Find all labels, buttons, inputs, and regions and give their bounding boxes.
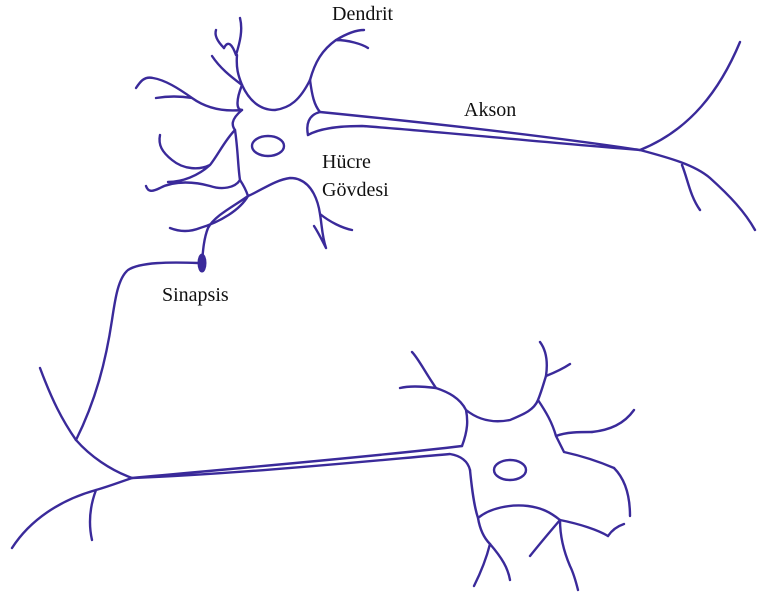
lower-nucleus bbox=[494, 460, 526, 480]
label-cell-body-line1: Hücre bbox=[322, 151, 371, 173]
label-dendrite: Dendrit bbox=[332, 3, 394, 25]
label-cell-body-line2: Gövdesi bbox=[322, 179, 389, 201]
lower-left-dendrite-top bbox=[40, 368, 132, 478]
label-axon: Akson bbox=[464, 99, 516, 121]
lower-axon bbox=[132, 446, 470, 478]
upper-dendrite-left-1 bbox=[136, 78, 242, 111]
lower-dendrite-bottom bbox=[474, 520, 578, 590]
lower-dendrite-right bbox=[592, 410, 634, 536]
label-synapse: Sinapsis bbox=[162, 284, 229, 306]
upper-neuron bbox=[136, 18, 755, 262]
upper-dendrite-left-3 bbox=[146, 180, 240, 191]
upper-nucleus bbox=[252, 136, 284, 156]
upper-cell-body-outline bbox=[224, 18, 310, 110]
lower-neuron bbox=[12, 342, 634, 590]
upper-dendrite-left-2 bbox=[160, 130, 236, 182]
upper-axon-terminals bbox=[640, 42, 755, 230]
lower-left-dendrite-bottom bbox=[12, 478, 132, 548]
upper-dendrite-top-right bbox=[310, 30, 368, 80]
